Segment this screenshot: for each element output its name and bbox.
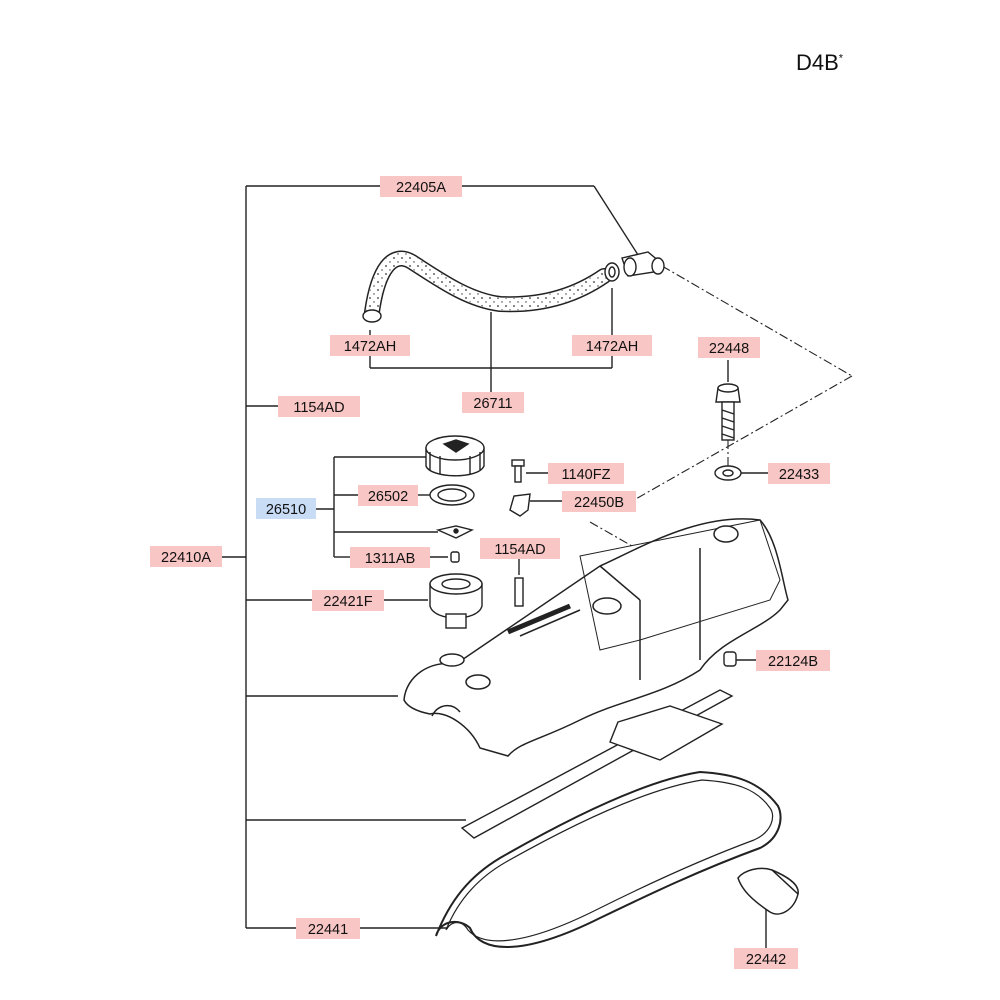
- baffle-plate: [460, 689, 734, 839]
- svg-text:22410A: 22410A: [161, 550, 211, 566]
- part-label-1154ad-mid[interactable]: 1154AD: [480, 538, 560, 559]
- hose-clamp-left: [362, 309, 382, 323]
- grommet-22124b: [723, 651, 737, 667]
- svg-text:26502: 26502: [368, 489, 408, 505]
- engine-code: D4B*: [796, 50, 843, 76]
- leader-lines: [222, 185, 768, 948]
- part-label-22421f[interactable]: 22421F: [312, 590, 384, 611]
- svg-text:22433: 22433: [779, 467, 819, 483]
- part-label-1154ad-top[interactable]: 1154AD: [278, 396, 360, 417]
- oil-filler-cap: [425, 435, 485, 477]
- part-label-22442[interactable]: 22442: [734, 948, 798, 969]
- part-label-1311ab[interactable]: 1311AB: [350, 547, 430, 568]
- part-labels: 22405A 1472AH 1472AH 26711 1154AD 22448 …: [150, 176, 830, 969]
- filler-cap-clip: [435, 525, 475, 539]
- part-label-26510[interactable]: 26510: [256, 498, 316, 519]
- part-label-22124b[interactable]: 22124B: [756, 650, 830, 671]
- svg-text:22441: 22441: [308, 922, 348, 938]
- svg-text:1472AH: 1472AH: [586, 339, 638, 355]
- engine-code-text: D4B: [796, 50, 839, 75]
- oil-filler-neck: [429, 573, 483, 629]
- reference-lines: [589, 265, 853, 547]
- part-label-26502[interactable]: 26502: [358, 485, 418, 506]
- svg-text:22405A: 22405A: [396, 180, 446, 196]
- part-label-22450b[interactable]: 22450B: [562, 491, 636, 512]
- part-label-26711[interactable]: 26711: [462, 392, 524, 413]
- filler-cap-gasket: [429, 484, 475, 506]
- small-screw-1311ab: [450, 551, 460, 563]
- bolt-washer: [714, 465, 742, 481]
- part-label-22410a[interactable]: 22410A: [150, 546, 222, 567]
- part-label-22448[interactable]: 22448: [698, 337, 760, 358]
- rocker-cover-gasket: [435, 770, 782, 948]
- svg-text:22448: 22448: [709, 341, 749, 357]
- rocker-cover: [403, 518, 789, 757]
- svg-text:22442: 22442: [746, 952, 786, 968]
- svg-text:1311AB: 1311AB: [365, 551, 416, 567]
- hose-clamp-right: [604, 262, 620, 282]
- small-bolt-1140fz: [511, 459, 525, 483]
- part-label-1140fz[interactable]: 1140FZ: [548, 463, 624, 484]
- svg-text:1154AD: 1154AD: [494, 542, 545, 558]
- svg-text:22450B: 22450B: [574, 495, 624, 511]
- part-label-22441[interactable]: 22441: [296, 918, 360, 939]
- part-label-1472ah-left[interactable]: 1472AH: [330, 335, 410, 356]
- part-label-22433[interactable]: 22433: [768, 463, 830, 484]
- stud-bolt: [514, 577, 524, 607]
- half-moon-seal: [737, 867, 799, 915]
- engine-code-mark: *: [838, 52, 844, 65]
- breather-hose: [364, 250, 612, 320]
- part-label-1472ah-right[interactable]: 1472AH: [572, 335, 652, 356]
- svg-text:26510: 26510: [266, 502, 306, 518]
- svg-text:22124B: 22124B: [768, 654, 818, 670]
- cover-bolt: [715, 383, 741, 441]
- svg-text:22421F: 22421F: [323, 594, 372, 610]
- svg-text:26711: 26711: [473, 396, 512, 412]
- svg-text:1140FZ: 1140FZ: [562, 467, 611, 483]
- svg-text:1472AH: 1472AH: [344, 339, 396, 355]
- part-label-22405a[interactable]: 22405A: [380, 176, 462, 197]
- pcv-elbow-fitting: [621, 251, 665, 277]
- bracket-22450b: [509, 493, 531, 517]
- svg-text:1154AD: 1154AD: [293, 400, 344, 416]
